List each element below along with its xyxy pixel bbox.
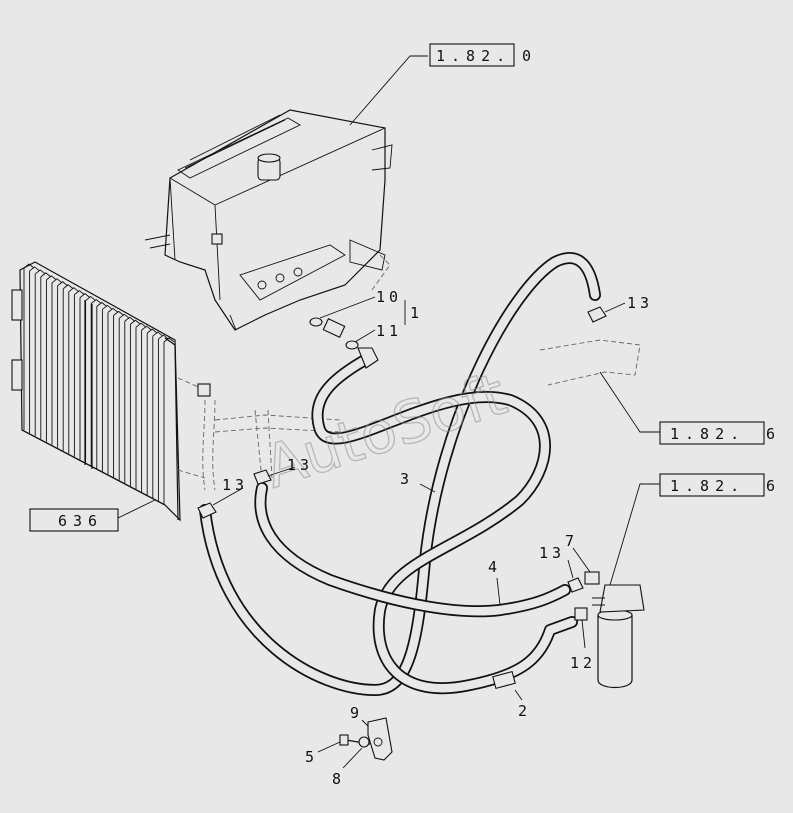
leader-lines	[117, 55, 660, 769]
callout-7[interactable]: 7	[565, 532, 578, 550]
callout-11[interactable]: 11	[376, 322, 402, 340]
reference-box-label: 1.82.	[670, 425, 745, 443]
callout-13-tank-return[interactable]: 13	[627, 294, 653, 312]
callout-3[interactable]: 3	[400, 470, 413, 488]
callout-13-cooler-outlet[interactable]: 13	[287, 456, 313, 474]
clamp-13-b	[197, 502, 217, 519]
fitting-7	[584, 571, 600, 585]
callout-8[interactable]: 8	[332, 770, 345, 788]
clamp-13-a	[587, 306, 607, 323]
reference-box-suffix: 6	[766, 477, 781, 495]
callout-4[interactable]: 4	[488, 558, 501, 576]
callout-10[interactable]: 10	[376, 288, 402, 306]
autosoft-watermark: AutoSoft	[256, 360, 514, 502]
reference-box-label: 636	[58, 512, 103, 530]
callout-9[interactable]: 9	[350, 704, 363, 722]
callout-13-cooler-inlet[interactable]: 13	[222, 476, 248, 494]
adapter-1	[322, 318, 346, 338]
o-ring-10	[309, 317, 323, 327]
oil-filter	[592, 584, 645, 689]
reference-box-label: 1.82.	[436, 47, 511, 65]
reference-box-1-82-0[interactable]: 1.82. 0	[429, 43, 537, 67]
callout-1[interactable]: 1	[410, 304, 423, 322]
callout-13-filter[interactable]: 13	[539, 544, 565, 562]
hoses	[199, 252, 601, 696]
callout-5[interactable]: 5	[305, 748, 318, 766]
clamp-13-d	[567, 577, 584, 593]
o-ring-11	[345, 340, 359, 350]
hydraulic-tank	[144, 109, 393, 331]
hose-bracket	[339, 717, 393, 761]
reference-box-suffix: 6	[766, 425, 781, 443]
reference-box-label: 1.82.	[670, 477, 745, 495]
reference-box-suffix: 0	[522, 47, 537, 65]
fittings	[197, 306, 607, 621]
callout-2[interactable]: 2	[518, 702, 531, 720]
fitting-12	[574, 607, 588, 621]
elbow-fitting	[357, 347, 379, 369]
clamp-13-c	[253, 469, 272, 485]
reference-box-1-82-6-b[interactable]: 1.82. 6	[659, 473, 781, 497]
oil-cooler-radiator	[11, 261, 211, 522]
reference-box-1-82-6-a[interactable]: 1.82. 6	[659, 421, 781, 445]
reference-box-636[interactable]: 636	[29, 508, 119, 532]
callout-12[interactable]: 12	[570, 654, 596, 672]
